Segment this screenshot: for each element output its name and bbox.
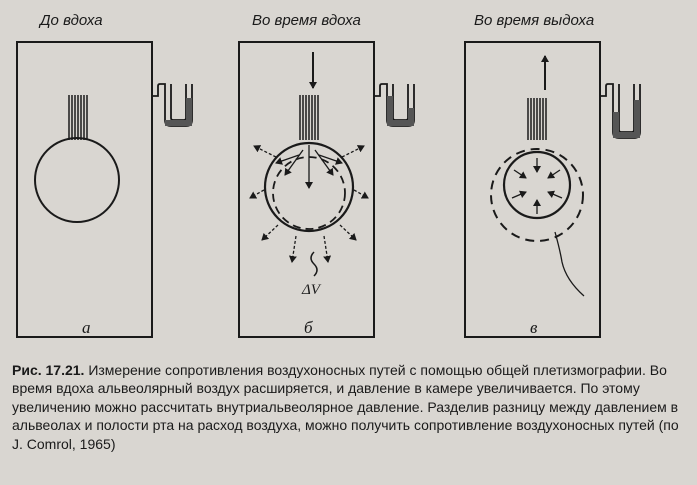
caption-text: Измерение сопротивления воздухоносных пу…: [12, 362, 679, 452]
expansion-arrow-icon: [275, 145, 343, 189]
figure: До вдоха Во время вдоха Во время выдоха …: [16, 12, 641, 338]
chamber-box: [16, 41, 153, 338]
compression-arrow-icon: [511, 158, 563, 214]
panel-c-title: Во время выдоха: [474, 12, 595, 29]
lung-bulb-expanded: [263, 141, 355, 233]
lung-bulb: [34, 137, 120, 223]
panel-a-letter: а: [82, 318, 91, 337]
expansion-arrow-icon: [249, 145, 369, 263]
panel-a: [16, 41, 193, 338]
plethysmography-diagram: [16, 41, 641, 338]
panel-c: [464, 41, 641, 338]
chamber-box: [464, 41, 601, 338]
manometer-fluid: [387, 96, 393, 126]
airway-tubes: [299, 95, 319, 140]
delta-v-label: ΔV: [302, 282, 320, 298]
lung-bulb-compressed: [502, 150, 572, 220]
airway-tubes: [527, 98, 547, 140]
panel-c-letter: в: [530, 318, 538, 337]
panel-b: [238, 41, 415, 338]
figure-caption: Рис. 17.21. Измерение сопротивления возд…: [12, 361, 692, 453]
manometer-fluid: [186, 98, 192, 126]
panel-b-letter: б: [304, 318, 313, 337]
manometer-fluid: [613, 112, 619, 138]
figure-number: Рис. 17.21.: [12, 362, 85, 378]
chamber-box: [238, 41, 375, 338]
squiggle: [310, 251, 318, 277]
squiggle: [554, 231, 585, 297]
lung-bulb-original: [490, 148, 584, 242]
airway-tubes: [68, 95, 88, 140]
panel-a-title: До вдоха: [40, 12, 103, 29]
panel-b-title: Во время вдоха: [252, 12, 361, 29]
